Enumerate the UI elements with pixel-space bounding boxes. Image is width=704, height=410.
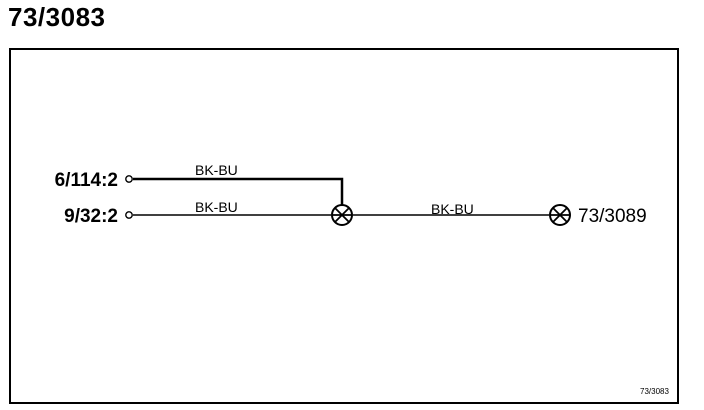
wire-label-bottom: BK-BU — [195, 199, 238, 215]
footer-reference: 73/3083 — [640, 387, 669, 396]
terminal-left-top[interactable] — [125, 175, 133, 183]
wire-top — [133, 177, 344, 213]
wire-label-top: BK-BU — [195, 162, 238, 178]
diagram-frame — [9, 48, 679, 404]
page-title: 73/3083 — [8, 2, 106, 32]
wire-label-right: BK-BU — [431, 201, 474, 217]
terminal-left-bottom[interactable] — [125, 211, 133, 219]
connector-label-left-bottom: 9/32:2 — [64, 206, 118, 227]
splice-junction[interactable] — [331, 204, 353, 226]
connector-label-left-top: 6/114:2 — [55, 170, 118, 191]
connector-right-symbol[interactable] — [549, 204, 571, 226]
connector-label-right: 73/3089 — [578, 206, 647, 227]
